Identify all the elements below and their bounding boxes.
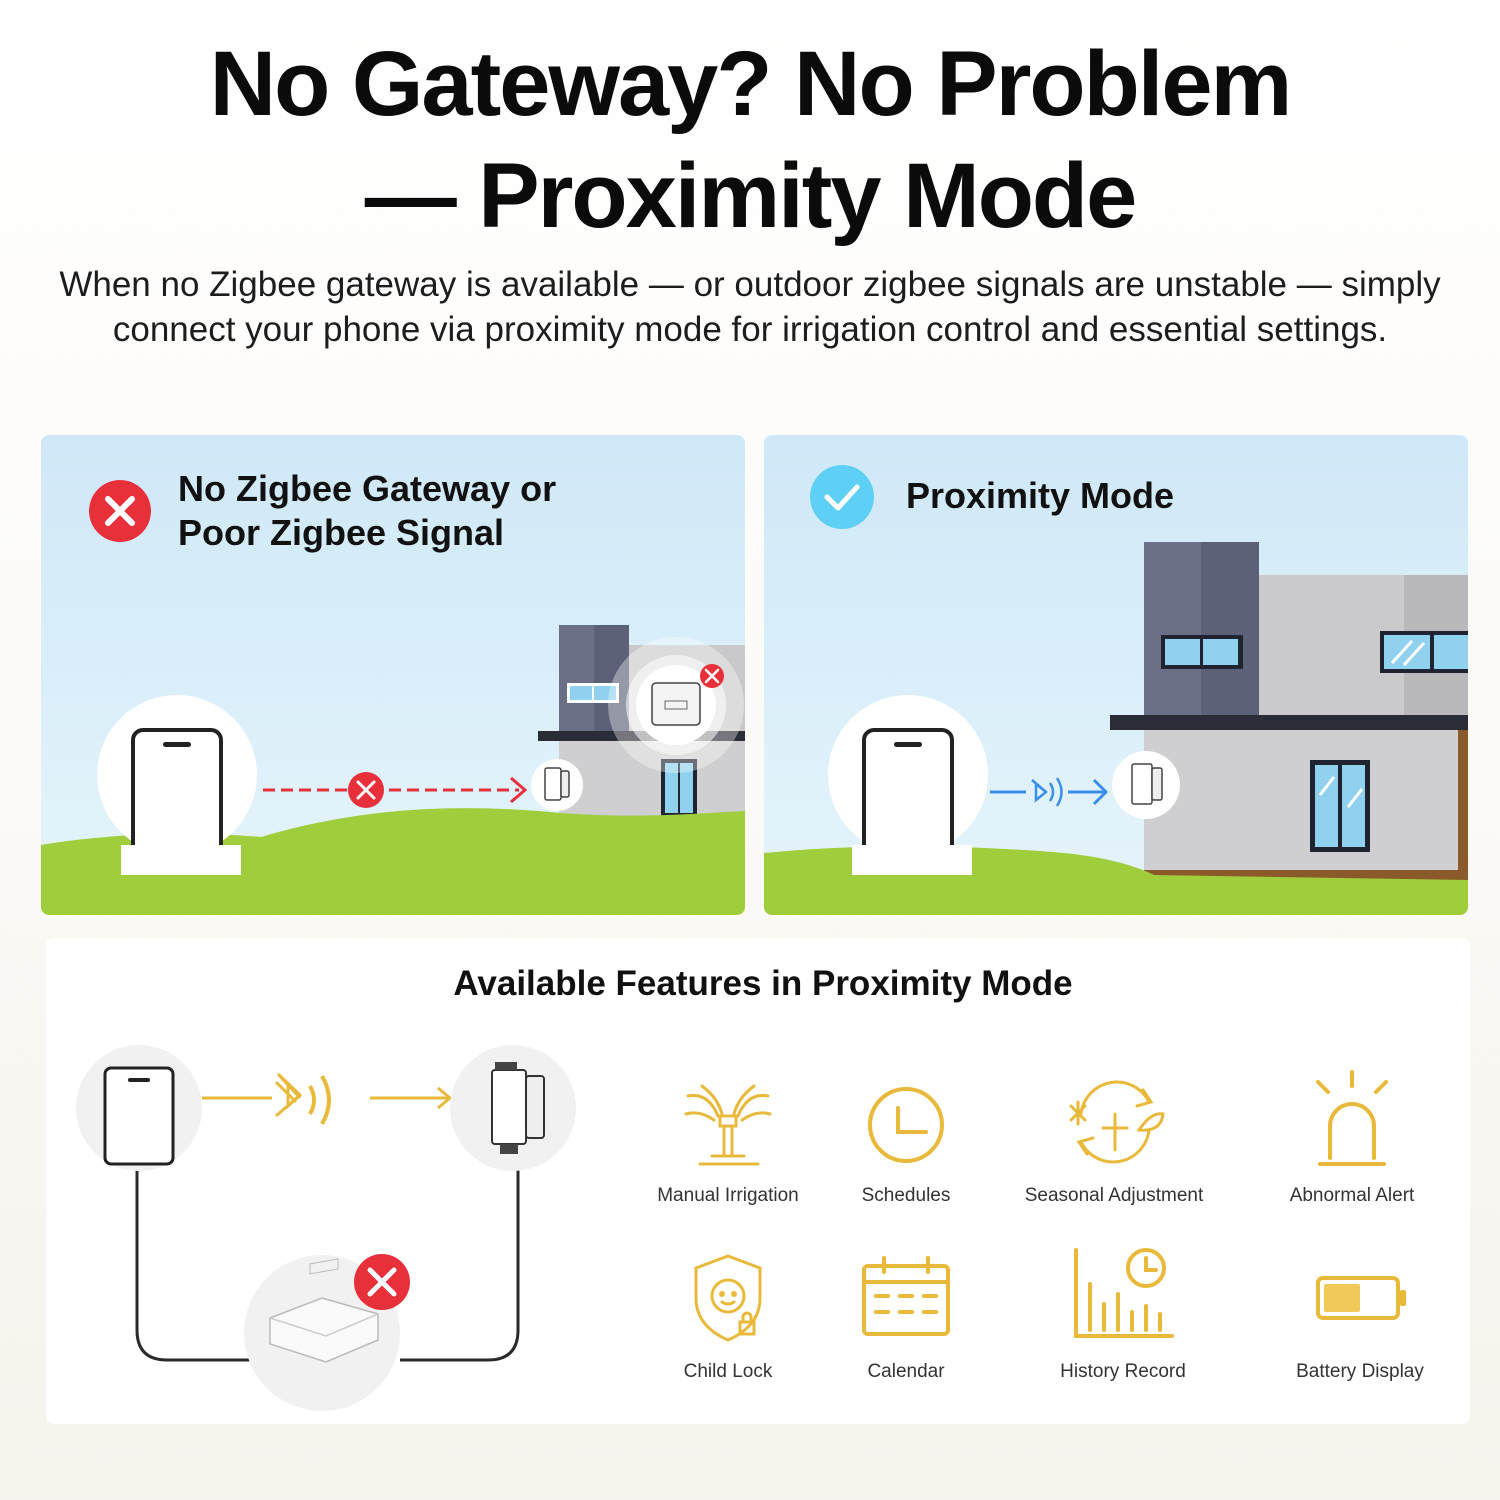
proximity-mode-heading: Proximity Mode (906, 475, 1175, 516)
feature-abnormal-alert: Abnormal Alert (1242, 1070, 1462, 1208)
feature-history-record: History Record (1013, 1244, 1233, 1384)
title-line-1: No Gateway? No Problem (209, 33, 1293, 135)
red-x-icon (89, 480, 151, 542)
feature-schedules: Schedules (796, 1070, 1016, 1208)
connection-diagram (76, 1045, 576, 1411)
no-gateway-heading: No Zigbee Gateway or Poor Zigbee Signal (178, 467, 556, 555)
feature-child-lock: Child Lock (618, 1250, 838, 1384)
feature-label: Manual Irrigation (657, 1185, 799, 1206)
calendar-icon (862, 1256, 950, 1336)
feature-label: Calendar (867, 1361, 945, 1382)
page-subtitle: When no Zigbee gateway is available — or… (59, 265, 1441, 349)
feature-label: Battery Display (1296, 1361, 1424, 1382)
feature-manual-irrigation: Manual Irrigation (618, 1070, 838, 1208)
blue-check-icon (810, 465, 874, 529)
clock-icon (868, 1087, 944, 1163)
feature-label: Schedules (861, 1185, 951, 1206)
no-gateway-heading-line-1: No Zigbee Gateway or (178, 468, 557, 509)
no-gateway-panel: No Zigbee Gateway or Poor Zigbee Signal (41, 435, 745, 915)
proximity-scene (764, 542, 1468, 915)
feature-seasonal-adjustment: Seasonal Adjustment (1004, 1070, 1224, 1208)
feature-label: Child Lock (683, 1361, 773, 1382)
history-chart-icon (1074, 1248, 1174, 1338)
page-title: No Gateway? No Problem — Proximity Mode (0, 28, 1500, 252)
feature-calendar: Calendar (796, 1250, 1016, 1384)
no-gateway-scene (41, 625, 745, 915)
house-illustration (538, 625, 745, 833)
battery-icon (1316, 1276, 1406, 1320)
child-lock-shield-icon (694, 1254, 762, 1342)
house-illustration (1110, 542, 1468, 882)
feature-battery-display: Battery Display (1250, 1250, 1470, 1384)
alarm-light-icon (1316, 1070, 1388, 1166)
feature-label: Seasonal Adjustment (1024, 1185, 1204, 1206)
proximity-mode-panel: Proximity Mode (764, 435, 1468, 915)
features-title: Available Features in Proximity Mode (453, 964, 1073, 1003)
sprinkler-icon (684, 1084, 772, 1166)
title-line-2: — Proximity Mode (364, 145, 1138, 247)
no-gateway-heading-line-2: Poor Zigbee Signal (178, 512, 505, 553)
seasonal-cycle-icon (1069, 1080, 1165, 1164)
feature-label: Abnormal Alert (1289, 1185, 1415, 1206)
feature-label: History Record (1060, 1361, 1186, 1382)
